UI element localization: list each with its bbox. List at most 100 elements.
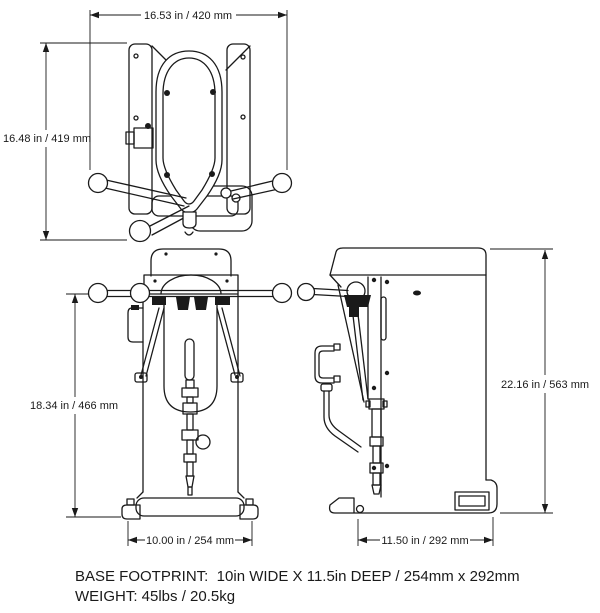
vent-hole <box>413 290 421 296</box>
badge <box>454 491 490 511</box>
screw <box>133 53 139 59</box>
extension-lines <box>89 10 288 170</box>
strut-foot <box>230 372 244 383</box>
bolt <box>164 90 170 96</box>
arrowhead <box>243 536 252 544</box>
lever-left <box>87 172 187 207</box>
lever-right <box>230 172 293 200</box>
boiler <box>163 299 218 413</box>
switch-knob <box>145 123 151 129</box>
bolt <box>164 172 170 178</box>
body-sides <box>142 293 239 493</box>
dimension-base-depth: 11.50 in / 292 mm <box>357 517 494 547</box>
lever-ball <box>87 282 109 304</box>
foot-bolt <box>355 504 365 514</box>
screw <box>371 385 377 391</box>
dimension-top-depth: 16.48 in / 419 mm <box>3 42 127 241</box>
handle-tab <box>333 375 341 383</box>
arrowhead <box>541 504 549 513</box>
right-brace <box>225 45 251 71</box>
screw <box>371 465 377 471</box>
pivot-clamp <box>344 295 371 307</box>
lever-ball <box>129 282 151 304</box>
foot-tab <box>245 498 254 506</box>
dimension-base-width: 10.00 in / 254 mm <box>127 521 253 547</box>
hose <box>323 390 362 453</box>
dimension-label-front-height: 18.34 in / 466 mm <box>30 400 118 412</box>
footer-notes: BASE FOOTPRINT: 10in WIDE X 11.5in DEEP … <box>75 568 520 605</box>
arrowhead <box>42 43 50 52</box>
column-slot <box>380 296 387 341</box>
dimension-label-base-width: 10.00 in / 254 mm <box>146 535 234 547</box>
screw <box>371 277 377 283</box>
spout <box>185 475 195 488</box>
lock-ring <box>195 434 211 450</box>
bolt <box>209 171 215 177</box>
screw <box>240 54 246 60</box>
lever-ball <box>296 282 316 302</box>
base-footprint-note: BASE FOOTPRINT: 10in WIDE X 11.5in DEEP … <box>75 568 520 585</box>
top-cap <box>329 247 487 276</box>
base-outline <box>328 479 498 514</box>
piston-shaft <box>181 379 211 496</box>
strut-bolt <box>235 375 239 379</box>
pivot-detail <box>220 187 232 199</box>
extension-lines <box>490 248 553 514</box>
side-view <box>296 247 498 514</box>
arrowhead <box>42 231 50 240</box>
lever-ball <box>87 172 109 194</box>
bolt <box>210 89 216 95</box>
screw <box>384 279 390 285</box>
sight-glass <box>184 338 195 381</box>
arrowhead <box>358 536 367 544</box>
lever-ball <box>271 282 293 304</box>
dome-arch <box>160 274 222 295</box>
dimension-front-height: 18.34 in / 466 mm <box>30 293 121 518</box>
arrowhead <box>484 536 493 544</box>
struts <box>140 307 241 377</box>
dimension-label-overall-height: 22.16 in / 563 mm <box>501 379 589 391</box>
screw <box>225 279 229 283</box>
arrowhead <box>541 250 549 259</box>
lever-ball <box>128 219 152 243</box>
arrowhead <box>71 294 79 303</box>
dimension-label-top-width: 16.53 in / 420 mm <box>144 10 232 22</box>
switch-box <box>127 307 144 343</box>
extension-lines <box>40 42 127 241</box>
screw <box>153 279 157 283</box>
body-dome-outer <box>155 50 223 214</box>
lever-arm <box>312 287 349 298</box>
handle-tab <box>333 343 341 351</box>
dimension-top-width: 16.53 in / 420 mm <box>89 10 288 170</box>
switch-box <box>133 127 154 149</box>
spout-top <box>182 211 197 229</box>
screw <box>384 370 390 376</box>
strut-bolt <box>139 375 143 379</box>
screw <box>240 114 246 120</box>
base-bar <box>135 497 245 517</box>
pivot-blocks <box>176 297 208 310</box>
sloped-face <box>337 284 365 403</box>
foot-tab <box>126 498 135 506</box>
spout <box>371 484 382 495</box>
extension-lines <box>127 521 253 546</box>
screw <box>214 252 218 256</box>
side-handle <box>314 345 335 384</box>
strut <box>351 305 369 401</box>
dimension-label-base-depth: 11.50 in / 292 mm <box>381 535 468 547</box>
badge-inner <box>458 495 486 507</box>
top-cap <box>150 248 232 277</box>
left-arm-plate <box>128 43 153 215</box>
side-clamp <box>152 296 166 305</box>
top-view <box>87 43 293 243</box>
switch-knob <box>131 305 139 310</box>
foot-left <box>121 504 141 520</box>
lever-front <box>128 205 194 243</box>
switch-stub <box>125 131 135 145</box>
arrowhead <box>128 536 137 544</box>
right-arm-plate <box>226 43 251 215</box>
side-clamp <box>215 296 230 305</box>
weight-note: WEIGHT: 45lbs / 20.5kg <box>75 588 235 605</box>
